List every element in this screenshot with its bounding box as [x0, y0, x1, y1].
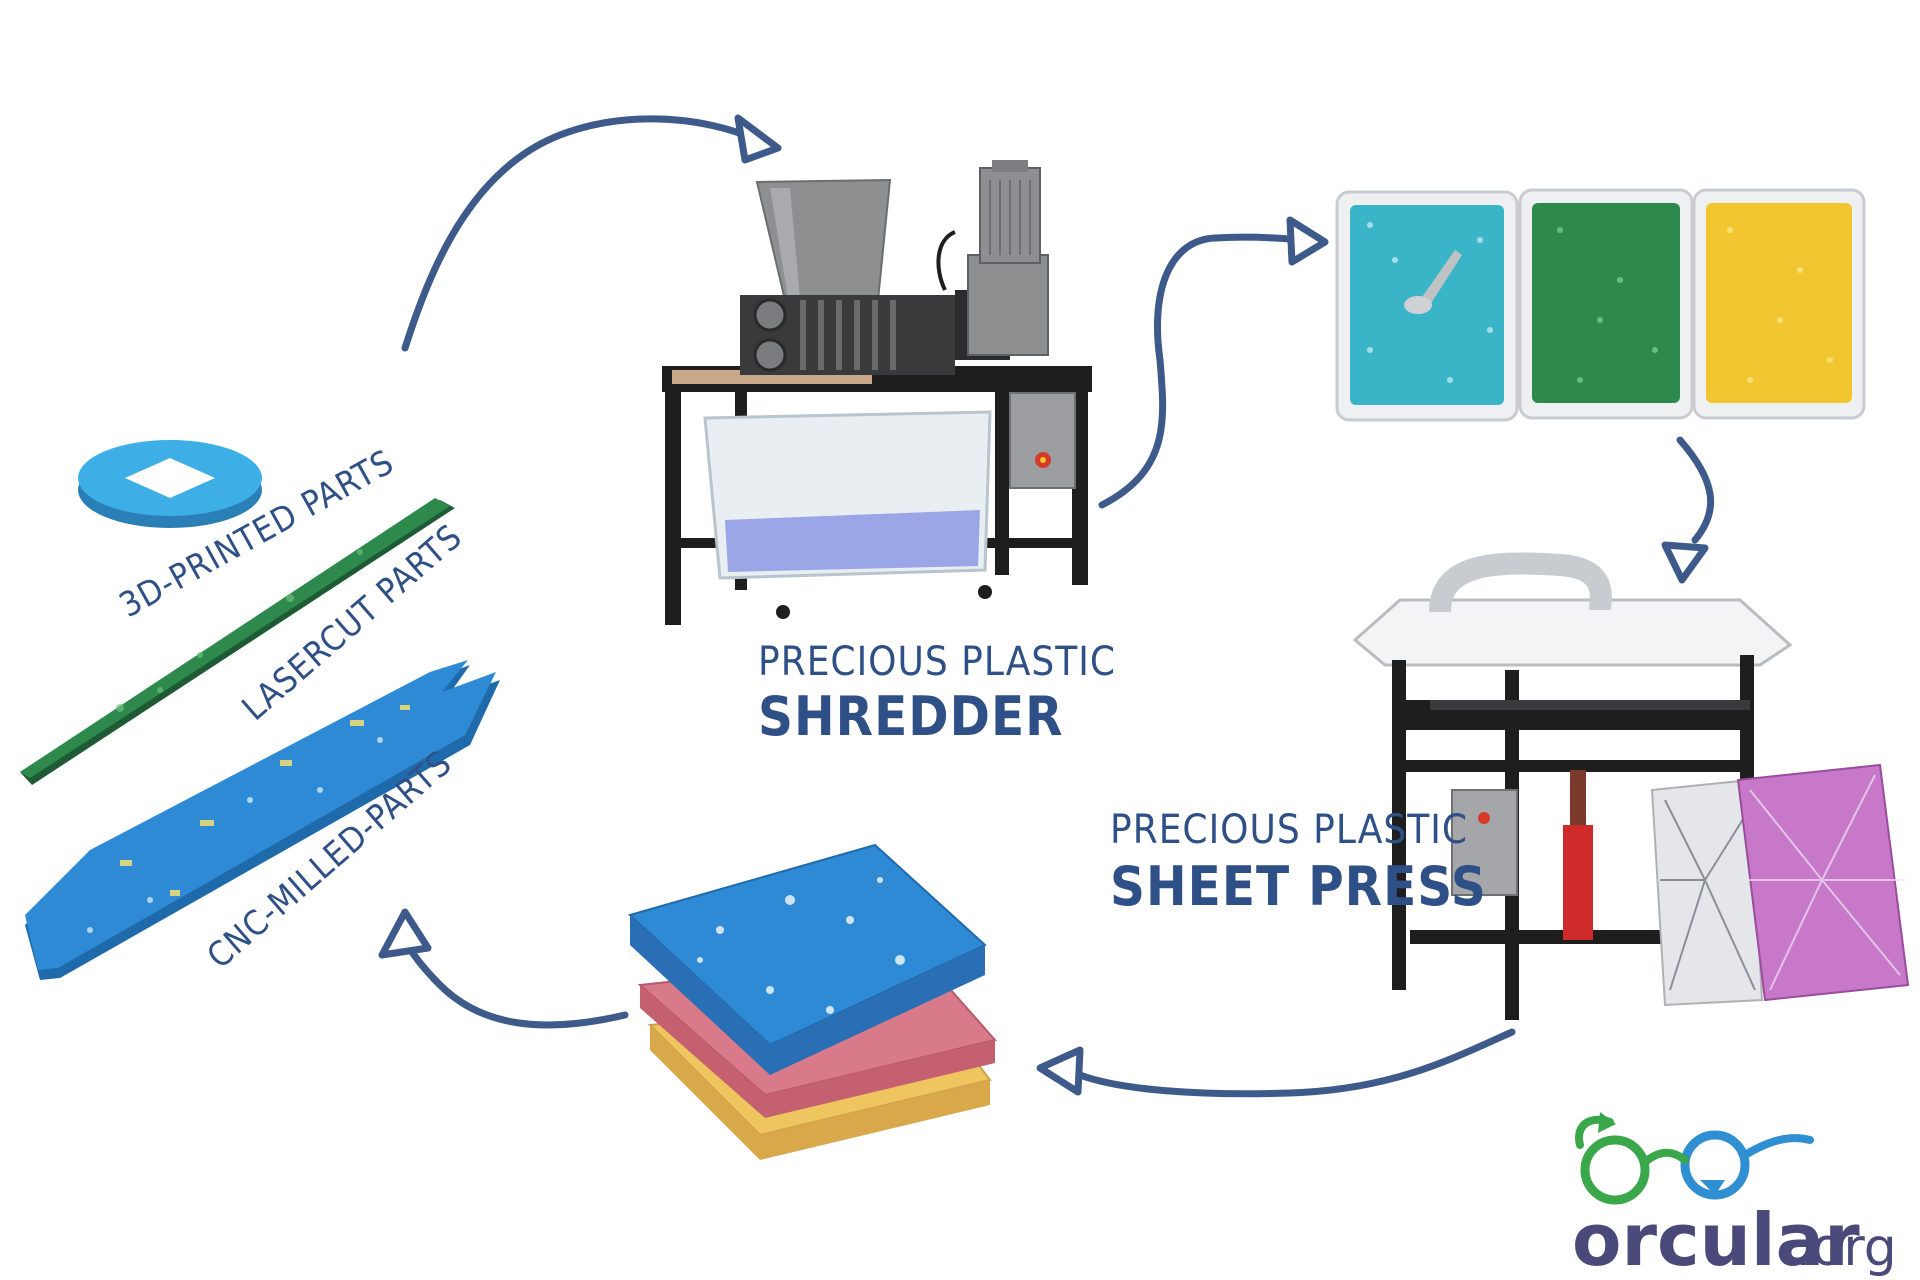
sheet-press-machine [1352, 552, 1910, 1020]
arrow-shredder-to-flakes [1098, 233, 1304, 509]
arrow-head-flakes [1286, 216, 1329, 266]
plastic-parts [20, 440, 500, 980]
cnc-milled-part [25, 660, 500, 980]
plastic-flake-bins [1335, 188, 1866, 422]
white-sheet [1650, 778, 1764, 1007]
arrow-sheets-to-parts [401, 936, 629, 1029]
press-label-line1: PRECIOUS PLASTIC [1110, 807, 1468, 853]
shredder-label-line2: SHREDDER [758, 685, 1064, 748]
arrow-parts-to-shredder [401, 115, 749, 352]
arrow-flakes-to-press [1676, 436, 1715, 544]
pressed-sheet-stack [628, 843, 997, 1160]
arrow-press-to-sheets [1076, 1028, 1516, 1098]
3d-printed-ring [78, 440, 262, 528]
shredder-label-line1: PRECIOUS PLASTIC [758, 639, 1116, 685]
shredder-machine [662, 160, 1092, 625]
flow-arrows [378, 114, 1715, 1098]
recycling-glasses-icon [1575, 1112, 1814, 1205]
press-label-line2: SHEET PRESS [1110, 855, 1487, 918]
orcular-logo: orcular .org [1572, 1112, 1897, 1280]
arrow-head-shredder [734, 114, 782, 164]
arrow-head-press [1661, 541, 1709, 584]
arrow-head-parts [378, 908, 432, 959]
arrow-head-sheets [1036, 1046, 1084, 1096]
lasercut-strip [20, 498, 455, 785]
logo-brand-text: orcular [1572, 1198, 1860, 1280]
logo-domain-text: .org [1795, 1218, 1897, 1278]
